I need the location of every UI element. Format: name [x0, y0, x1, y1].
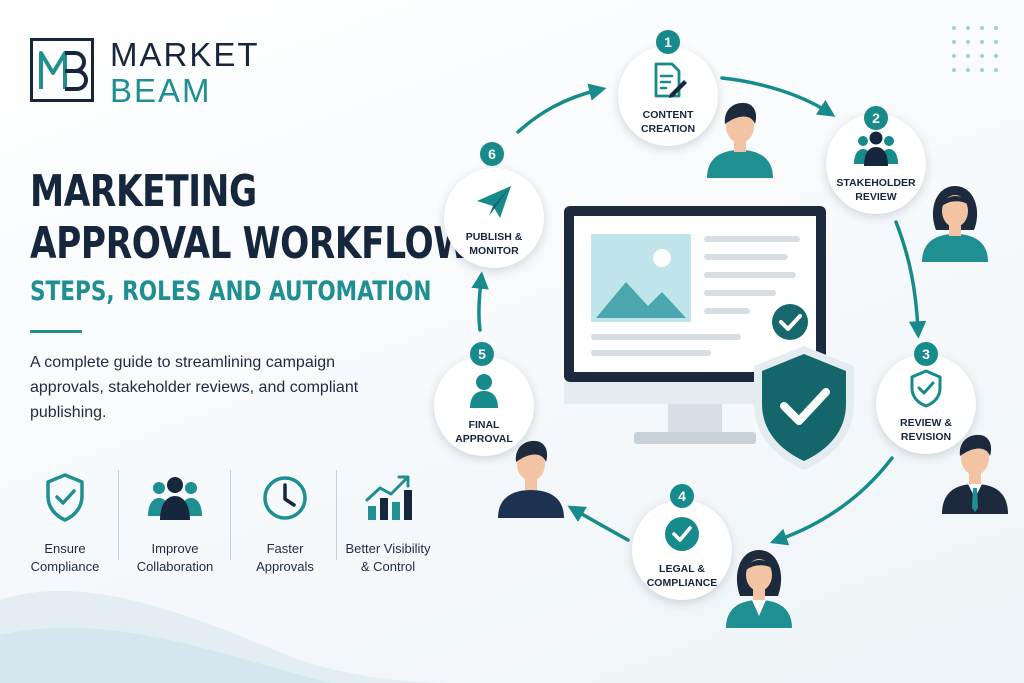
description: A complete guide to streamlining campaig… — [30, 354, 359, 421]
benefit-label-4a: Better Visibility — [345, 541, 431, 556]
arrow-3-to-4 — [769, 456, 894, 546]
step-stakeholder-review: STAKEHOLDER REVIEW — [826, 114, 926, 214]
benefit-label-2b: Collaboration — [136, 559, 214, 574]
step-3-label-b: REVISION — [900, 431, 952, 443]
brand-logo-icon — [30, 38, 94, 102]
benefit-better-visibility: Better Visibility & Control — [333, 468, 443, 588]
person-avatar-male — [707, 102, 773, 178]
shield-check-icon — [910, 369, 942, 408]
check-circle-icon — [665, 517, 699, 551]
document-edit-icon — [654, 62, 687, 98]
divider — [30, 330, 82, 333]
bar-chart-icon — [365, 475, 412, 520]
person-avatar-male-navy — [498, 440, 564, 518]
check-badge-icon — [772, 304, 808, 340]
computer-monitor-illustration — [564, 206, 854, 470]
step-5-number-badge: 5 — [470, 342, 494, 366]
step-1-label-a: CONTENT — [642, 109, 694, 121]
brand-name-line1: MARKET — [110, 36, 260, 73]
step-5-label-b: APPROVAL — [455, 433, 513, 445]
step-publish-and-monitor: PUBLISH & MONITOR — [444, 168, 544, 268]
arrow-5-to-6 — [471, 271, 489, 332]
benefit-divider — [336, 470, 337, 560]
security-shield-icon — [754, 346, 854, 470]
step-6-label-b: MONITOR — [469, 245, 519, 257]
step-5-label-a: FINAL — [468, 419, 500, 431]
step-6-number-badge: 6 — [480, 142, 504, 166]
step-3-number-badge: 3 — [914, 342, 938, 366]
benefit-divider — [118, 470, 119, 560]
arrow-6-to-1 — [516, 83, 607, 134]
step-2-label-a: STAKEHOLDER — [836, 177, 916, 189]
step-1-number-badge: 1 — [656, 30, 680, 54]
arrow-2-to-3 — [894, 220, 927, 339]
arrow-4-to-5 — [567, 505, 630, 542]
step-3-label-a: REVIEW & — [900, 417, 952, 429]
benefit-label-3b: Approvals — [256, 559, 314, 574]
step-2-label-b: REVIEW — [855, 191, 897, 203]
arrow-1-to-2 — [720, 76, 836, 117]
benefit-divider — [230, 470, 231, 560]
step-4-label-b: COMPLIANCE — [646, 577, 718, 589]
team-icon — [148, 477, 202, 520]
paper-plane-icon — [477, 186, 511, 218]
benefit-label-1a: Ensure — [44, 541, 86, 556]
background-wave — [0, 590, 460, 683]
person-avatar-female-professional — [726, 550, 792, 628]
clock-icon — [263, 476, 307, 520]
step-content-creation: CONTENT CREATION — [618, 46, 718, 146]
step-final-approval: FINAL APPROVAL — [434, 356, 534, 456]
brand-name-line2: BEAM — [110, 72, 212, 109]
benefit-label-3a: Faster — [266, 541, 304, 556]
benefit-label-2a: Improve — [151, 541, 199, 556]
step-2-number-badge: 2 — [864, 106, 888, 130]
step-legal-and-compliance: LEGAL & COMPLIANCE — [632, 500, 732, 600]
page-title-line1: MARKETING — [30, 166, 257, 217]
person-avatar-female — [922, 186, 988, 262]
step-1-label-b: CREATION — [640, 123, 696, 135]
person-icon — [470, 374, 498, 408]
page-title-line2: APPROVAL WORKFLOW: — [30, 218, 483, 269]
step-4-number-badge: 4 — [670, 484, 694, 508]
team-icon — [854, 131, 898, 166]
page-subtitle: STEPS, ROLES AND AUTOMATION — [30, 276, 432, 307]
benefit-label-4b: & Control — [360, 559, 416, 574]
person-avatar-male-suit — [942, 434, 1008, 514]
benefit-label-1b: Compliance — [30, 559, 100, 574]
dot-grid-decoration — [952, 26, 998, 72]
step-review-and-revision: REVIEW & REVISION — [876, 354, 976, 454]
step-4-label-a: LEGAL & — [659, 563, 705, 575]
step-6-label-a: PUBLISH & — [465, 231, 523, 243]
shield-check-icon — [46, 473, 84, 522]
